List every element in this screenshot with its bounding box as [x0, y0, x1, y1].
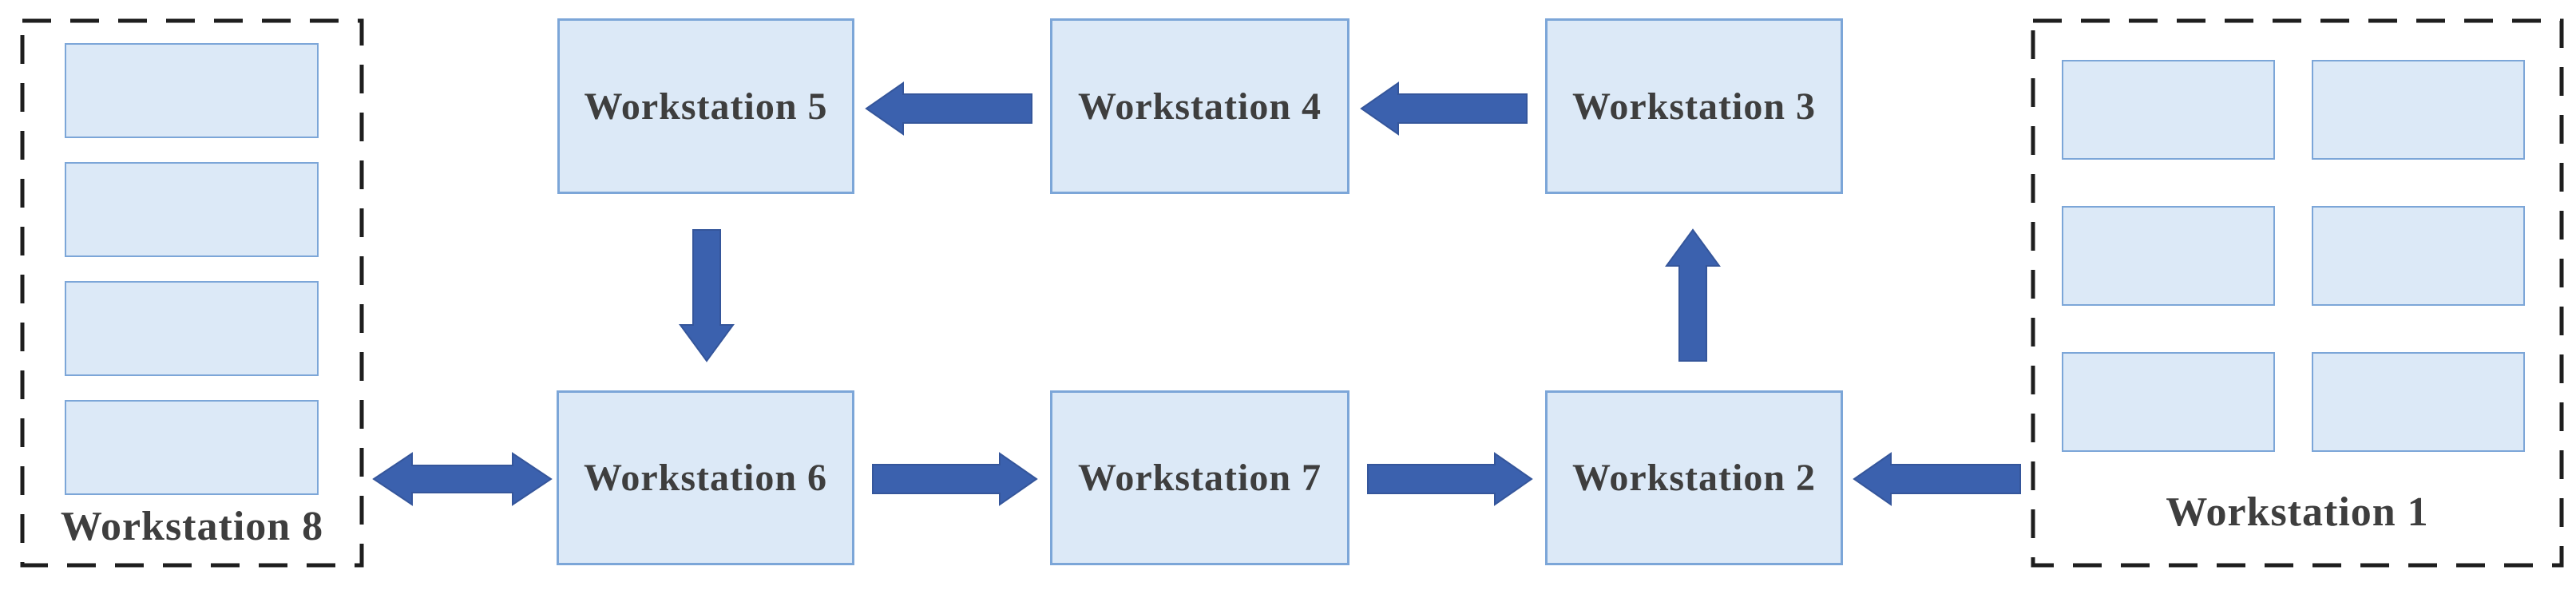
workstation-7-label: Workstation 7 — [1077, 457, 1322, 499]
workstation-8-slot-stack — [65, 43, 319, 495]
machine-slot — [2062, 206, 2275, 306]
workstation-5-label: Workstation 5 — [584, 85, 828, 128]
machine-slot — [65, 43, 319, 138]
workstation-1-dashed-border — [2031, 18, 2564, 568]
machine-slot — [2312, 60, 2525, 160]
machine-slot — [2062, 60, 2275, 160]
arrow-ws7-to-ws2 — [1367, 452, 1533, 506]
machine-slot — [2062, 352, 2275, 452]
arrow-ws3-to-ws4 — [1360, 81, 1528, 136]
workstation-8-label: Workstation 8 — [60, 504, 324, 549]
arrow-ws8-ws6-bidirectional — [372, 452, 553, 506]
arrow-ws2-to-ws3 — [1665, 228, 1721, 362]
workstation-2-label: Workstation 2 — [1571, 457, 1817, 499]
machine-slot — [65, 400, 319, 495]
workstation-1-group: Workstation 1 — [2031, 19, 2563, 567]
workstation-3-label: Workstation 3 — [1571, 85, 1817, 128]
workstation-1-label: Workstation 1 — [2166, 489, 2429, 535]
workstation-8-dashed-border — [20, 18, 364, 568]
arrow-ws4-to-ws5 — [865, 81, 1032, 136]
workstation-4-box: Workstation 4 — [1050, 18, 1349, 194]
machine-slot — [65, 162, 319, 257]
machine-slot — [2312, 206, 2525, 306]
workstation-1-slot-grid — [2062, 60, 2525, 452]
workstation-8-group: Workstation 8 — [21, 19, 363, 567]
arrow-ws5-to-ws6 — [679, 229, 735, 362]
machine-slot — [2312, 352, 2525, 452]
arrow-ws1-to-ws2 — [1853, 452, 2021, 506]
arrow-ws6-to-ws7 — [872, 452, 1038, 506]
workstation-6-label: Workstation 6 — [583, 457, 828, 499]
workstation-6-box: Workstation 6 — [557, 390, 854, 565]
workstation-4-label: Workstation 4 — [1077, 85, 1322, 128]
workstation-7-box: Workstation 7 — [1050, 390, 1349, 565]
machine-slot — [65, 281, 319, 376]
workstation-3-box: Workstation 3 — [1545, 18, 1843, 194]
workstation-5-box: Workstation 5 — [557, 18, 854, 194]
workstation-2-box: Workstation 2 — [1545, 390, 1843, 565]
